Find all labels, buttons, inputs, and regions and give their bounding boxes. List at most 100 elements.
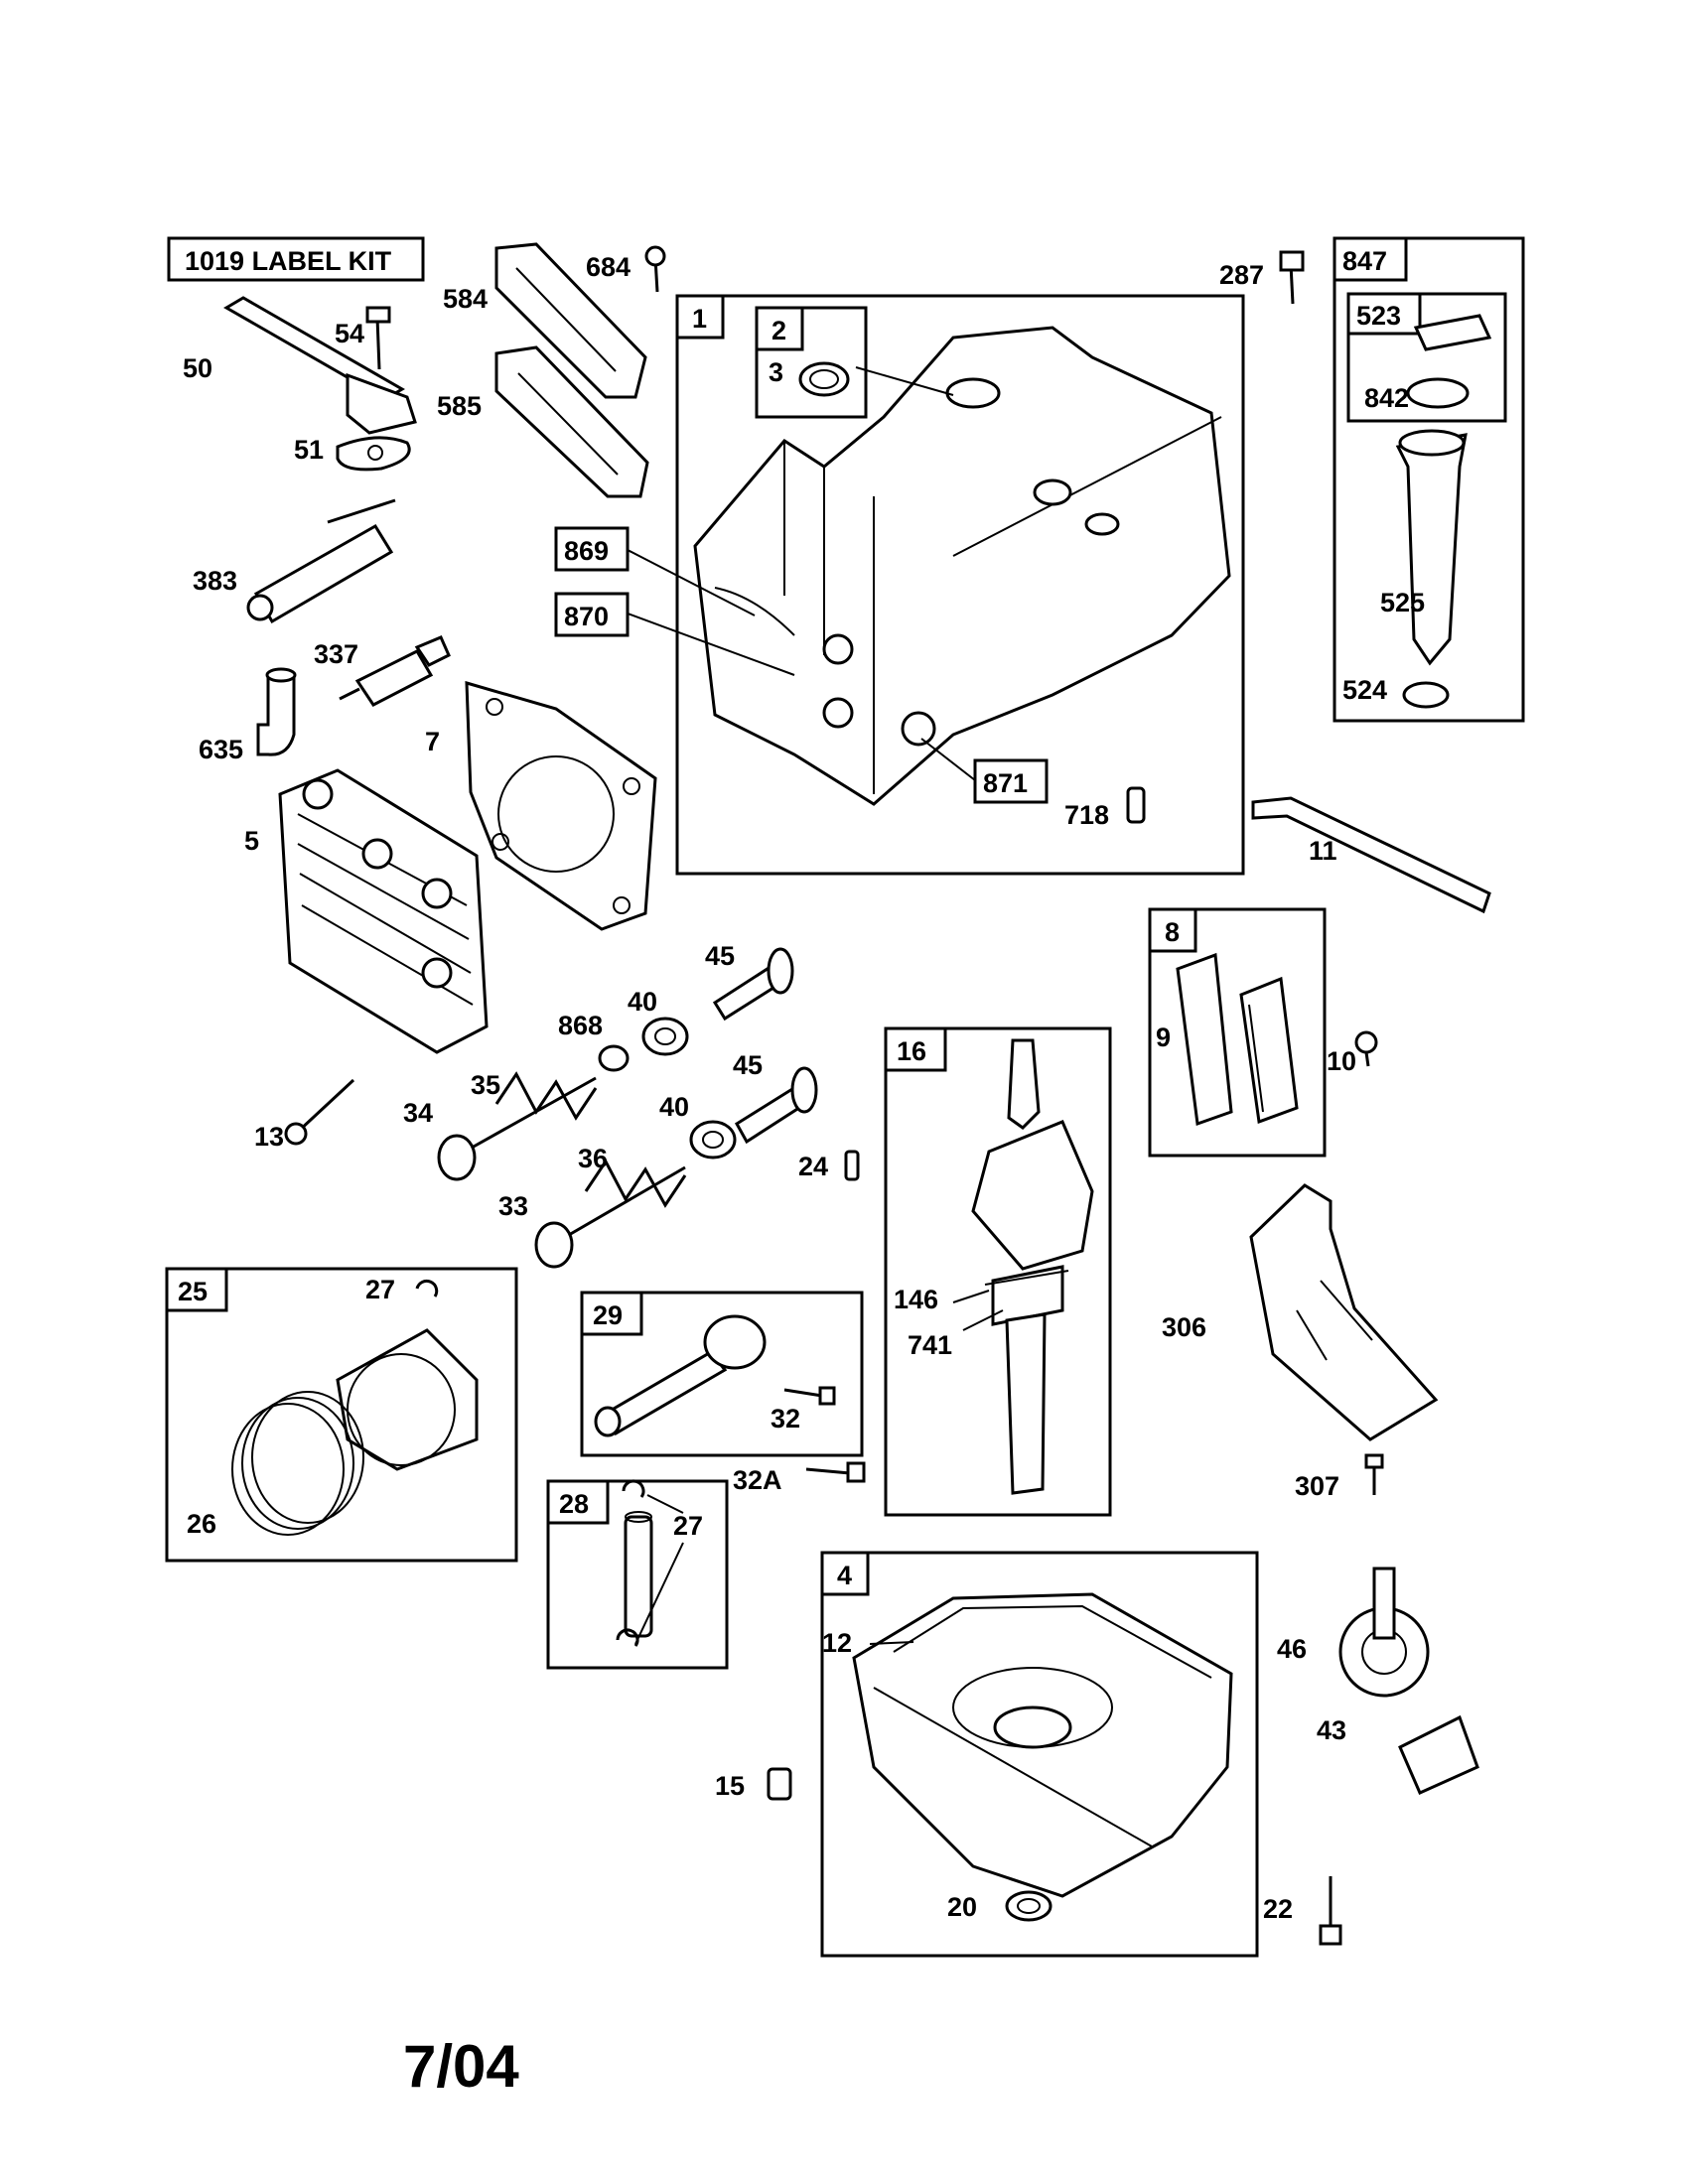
tag-871: 871	[973, 758, 1049, 804]
part-label-40-upper: 40	[628, 987, 657, 1017]
part-label-585: 585	[437, 391, 482, 421]
part-label-43: 43	[1317, 1715, 1346, 1745]
leader-869	[627, 549, 756, 616]
bolt-part-32	[783, 1386, 836, 1406]
part-label-383: 383	[193, 566, 237, 596]
group-box-847: 847	[1333, 236, 1525, 723]
part-label-741: 741	[908, 1330, 952, 1360]
part-label-307: 307	[1295, 1471, 1339, 1501]
group-label-523: 523	[1356, 301, 1401, 331]
clip-part-27-lower	[616, 1479, 684, 1647]
part-label-15: 15	[715, 1771, 745, 1801]
clip-part-27-upper	[415, 1279, 439, 1297]
part-label-287: 287	[1219, 260, 1264, 290]
part-label-12: 12	[822, 1628, 852, 1658]
dipstick-tube-part-525	[1395, 429, 1468, 666]
piston-rings-part-26	[231, 1391, 364, 1536]
leader-741	[962, 1309, 1004, 1331]
seal-part-868	[598, 1044, 630, 1072]
part-label-22: 22	[1263, 1894, 1293, 1924]
spark-plug-part-337	[339, 635, 451, 707]
elbow-part-635	[256, 667, 297, 756]
group-box-2: 2	[755, 306, 868, 419]
group-box-523: 523	[1346, 292, 1507, 423]
shroud-part-306	[1249, 1183, 1439, 1441]
part-label-11: 11	[1309, 836, 1337, 866]
engine-block-part-1	[693, 326, 1231, 806]
part-label-34: 34	[403, 1098, 433, 1128]
breather-gasket-part-9	[1176, 952, 1233, 1127]
tag-869: 869	[554, 526, 630, 572]
part-label-9: 9	[1156, 1023, 1171, 1052]
group-label-847: 847	[1342, 246, 1387, 276]
part-label-33: 33	[498, 1191, 528, 1221]
part-label-36: 36	[578, 1144, 608, 1173]
leader-870	[627, 613, 795, 676]
bolt-part-684	[644, 245, 666, 293]
part-label-20: 20	[947, 1892, 977, 1922]
part-label-718: 718	[1064, 800, 1109, 830]
part-label-584: 584	[443, 284, 488, 314]
part-label-32a: 32A	[733, 1465, 782, 1495]
part-label-842: 842	[1364, 383, 1409, 413]
part-label-46: 46	[1277, 1634, 1307, 1664]
part-label-524: 524	[1342, 675, 1387, 705]
sump-part-4	[852, 1592, 1233, 1898]
part-label-50: 50	[183, 353, 212, 383]
dowel-pin-part-718	[1126, 786, 1146, 824]
gasket-part-12	[893, 1604, 1212, 1679]
group-box-8: 8	[1148, 907, 1327, 1158]
crankshaft-part-16	[971, 1038, 1094, 1495]
oil-seal-part-3	[798, 361, 850, 397]
group-label-869: 869	[564, 536, 609, 566]
group-box-29: 29	[580, 1291, 864, 1457]
group-label-4: 4	[837, 1561, 852, 1590]
group-box-25: 25	[165, 1267, 518, 1563]
tube-part-50	[223, 296, 417, 435]
part-label-5: 5	[244, 826, 259, 856]
breather-cover-part-8	[1239, 976, 1299, 1125]
leader-146	[952, 1290, 990, 1303]
part-label-146: 146	[894, 1285, 938, 1314]
part-label-26: 26	[187, 1509, 216, 1539]
group-label-870: 870	[564, 602, 609, 631]
leader-871	[920, 738, 976, 781]
part-label-32: 32	[771, 1404, 800, 1433]
part-label-7: 7	[425, 727, 440, 756]
screw-part-54	[365, 306, 391, 370]
connecting-rod-part-29	[594, 1314, 767, 1437]
part-label-684: 684	[586, 252, 631, 282]
group-box-4: 4	[820, 1551, 1259, 1958]
group-box-16: 16	[884, 1026, 1112, 1517]
part-label-868: 868	[558, 1011, 603, 1040]
group-label-8: 8	[1165, 917, 1180, 947]
group-label-2: 2	[772, 316, 786, 345]
oil-seal-part-20	[1005, 1890, 1052, 1922]
retainer-part-40-lower	[689, 1120, 737, 1160]
piston-part-25	[336, 1328, 479, 1471]
gasket-part-584	[494, 242, 647, 399]
governor-gear-part-46	[1338, 1567, 1430, 1698]
footer-date: 7/04	[403, 2033, 519, 2100]
cylinder-head-part-5	[278, 768, 489, 1054]
valve-spring-part-35	[437, 1071, 598, 1181]
leader-12	[869, 1641, 914, 1645]
leader-seal	[855, 366, 954, 396]
group-label-25: 25	[178, 1277, 208, 1306]
tag-870: 870	[554, 592, 630, 637]
group-label-29: 29	[593, 1300, 623, 1330]
part-label-27-pin: 27	[673, 1511, 703, 1541]
group-box-28: 28	[546, 1479, 729, 1670]
part-label-635: 635	[199, 735, 243, 764]
part-label-40-lower: 40	[659, 1092, 689, 1122]
governor-crank-part-43	[1398, 1714, 1479, 1795]
tappet-part-45-lower	[734, 1066, 818, 1145]
bolt-part-32a	[805, 1461, 866, 1483]
bolt-part-307	[1364, 1453, 1384, 1495]
group-label-871: 871	[983, 768, 1028, 798]
dipstick-cap-part-523	[1406, 314, 1492, 409]
part-label-51: 51	[294, 435, 324, 465]
valve-spring-part-36	[534, 1159, 687, 1269]
tube-part-11	[1251, 796, 1491, 914]
